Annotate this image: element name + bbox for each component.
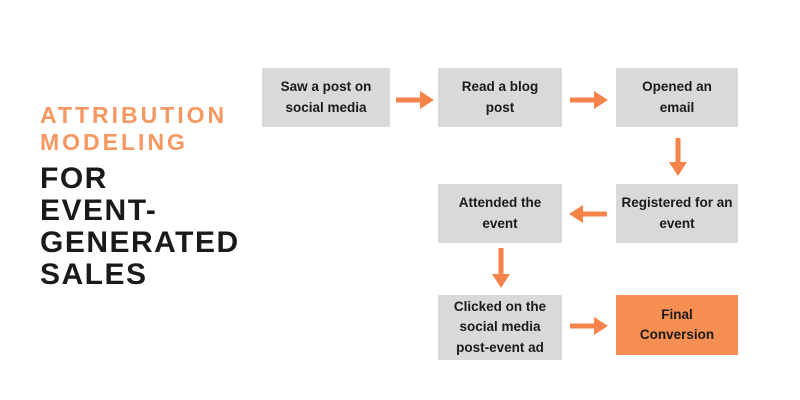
flow-box-clicked-ad: Clicked on the social media post-event a… xyxy=(438,295,562,360)
title-main-line-3: GENERATED xyxy=(40,226,240,259)
title-main-line-4: SALES xyxy=(40,258,148,291)
title-main-line-2: EVENT- xyxy=(40,194,158,227)
arrow-left-icon xyxy=(569,205,607,223)
flow-box-saw-post: Saw a post on social media xyxy=(262,68,390,127)
flow-box-final-conversion: Final Conversion xyxy=(616,295,738,355)
title-accent-line-1: ATTRIBUTION xyxy=(40,102,228,128)
title-accent-line-2: MODELING xyxy=(40,129,188,155)
arrow-right-icon xyxy=(570,317,608,335)
arrow-down-icon xyxy=(669,138,687,176)
arrow-right-icon xyxy=(396,91,434,109)
arrow-down-icon xyxy=(492,248,510,288)
title-main-line-1: FOR xyxy=(40,162,108,195)
title-main: FOR EVENT- GENERATED SALES xyxy=(40,163,260,291)
title-block: ATTRIBUTION MODELING FOR EVENT- GENERATE… xyxy=(40,102,260,291)
arrow-right-icon xyxy=(570,91,608,109)
flow-box-read-blog: Read a blog post xyxy=(438,68,562,127)
flow-box-opened-email: Opened an email xyxy=(616,68,738,127)
flow-box-attended-event: Attended the event xyxy=(438,184,562,243)
flow-box-registered-event: Registered for an event xyxy=(616,184,738,243)
